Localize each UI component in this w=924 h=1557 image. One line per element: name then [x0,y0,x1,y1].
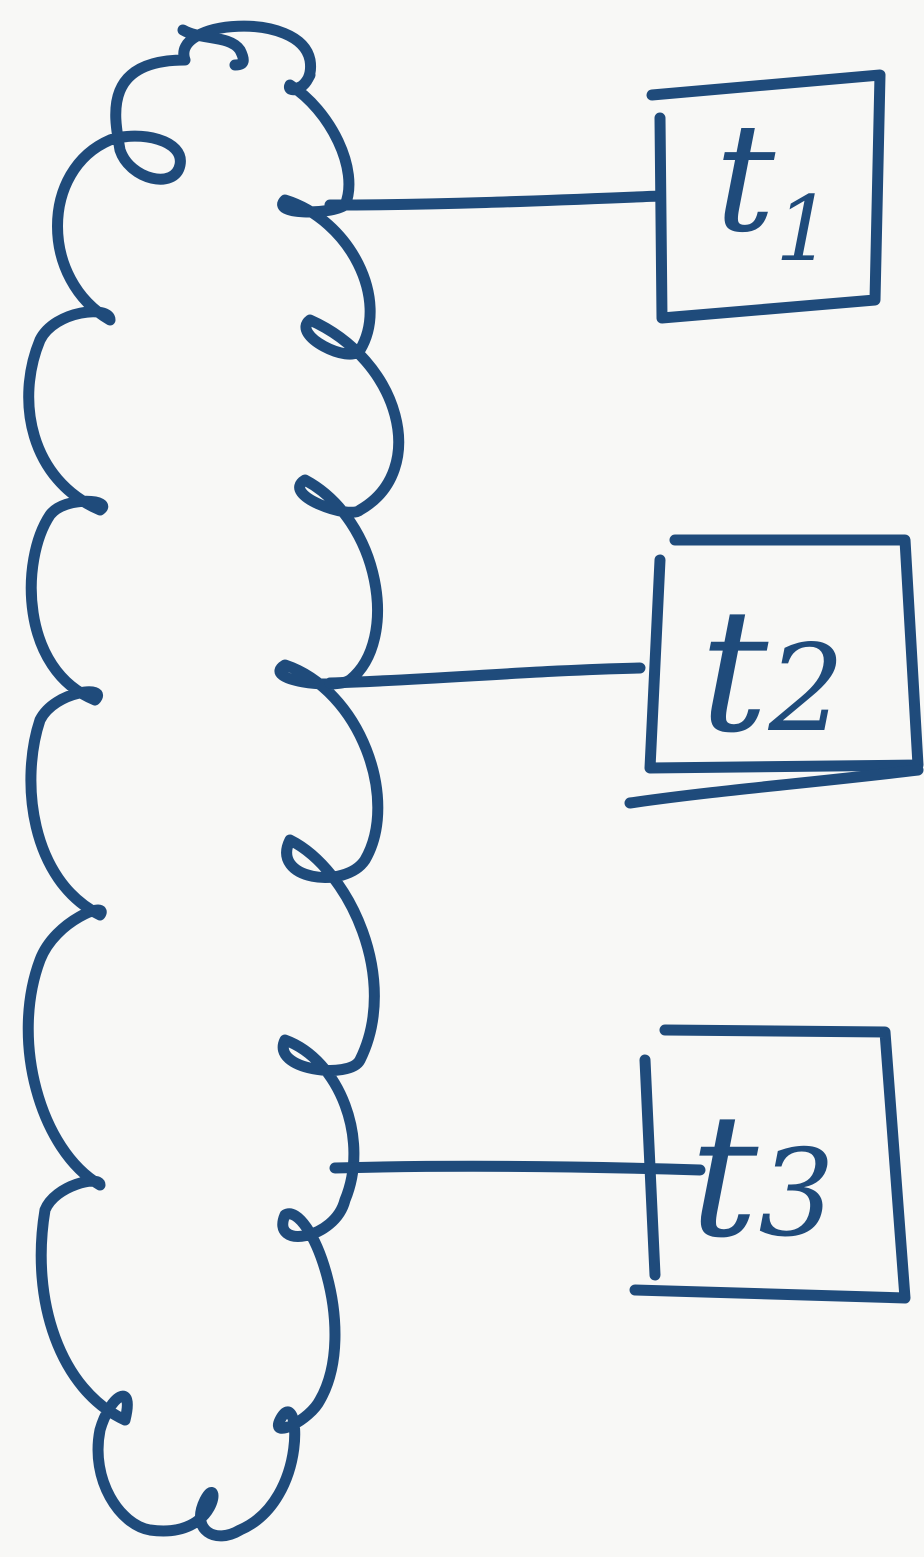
connectors [324,190,706,1176]
coil-outline [22,20,405,1542]
box-t1: t1 [646,69,886,324]
coil-cloud [22,20,405,1542]
box-t3-outline [629,1024,911,1304]
box-t1-outline [646,69,886,324]
box-t3: t3 [629,1024,911,1304]
box-t1-label: t1 [715,92,833,282]
box-t3-label: t3 [690,1078,835,1276]
box-t2-underline [624,764,924,809]
box-t2-label: t2 [700,573,845,771]
connector-line-2 [324,662,646,689]
connector-line-1 [324,190,666,211]
box-t2: t2 [624,534,924,809]
